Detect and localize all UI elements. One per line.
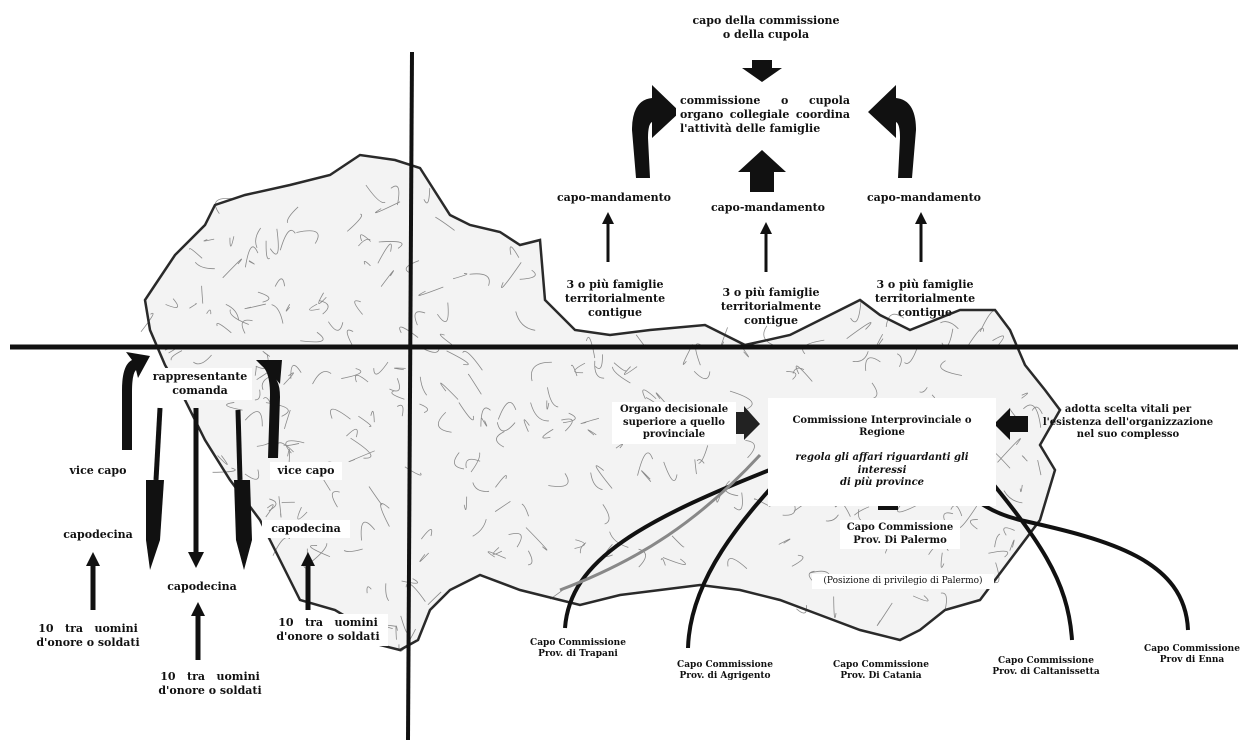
soldati-right-line2: d'onore o soldati [268, 628, 388, 646]
soldati-left-line2: d'onore o soldati [28, 634, 148, 652]
soldati-center-line2: d'onore o soldati [150, 682, 270, 700]
capo-mandamento-right: capo-mandamento [862, 189, 986, 207]
capo-trapani-label: Capo Commissione Prov. di Trapani [520, 636, 636, 663]
capo-mandamento-left: capo-mandamento [552, 189, 676, 207]
privilegio-palermo-label: (Posizione di privilegio di Palermo) [812, 574, 994, 589]
capodecina-left: capodecina [56, 526, 140, 544]
vice-capo-right: vice capo [270, 462, 342, 480]
curved-arrow-right-icon [868, 85, 916, 178]
up-arrow-icon [738, 150, 786, 192]
commissione-cupola-label: commissione o cupola organo collegiale c… [676, 92, 854, 137]
down-arrow-icon [742, 60, 782, 82]
organo-decisionale-label: Organo decisionale superiore a quello pr… [612, 402, 736, 444]
commissione-interprovinciale-box: Commissione Interprovinciale o Regione r… [768, 398, 996, 506]
commissione-interprovinciale-title: Commissione Interprovinciale o Regione [772, 415, 992, 440]
curved-arrow-left-icon [632, 85, 680, 178]
capo-catania-label: Capo Commissione Prov. Di Catania [822, 658, 940, 685]
capo-palermo-label: Capo Commissione Prov. Di Palermo [840, 520, 960, 549]
capo-caltanissetta-label: Capo Commissione Prov. di Caltanissetta [980, 654, 1112, 681]
famiglie-left-label: 3 o più famiglie territorialmente contig… [552, 276, 678, 321]
commissione-interprovinciale-desc: regola gli affari riguardanti gli intere… [772, 452, 992, 490]
vice-capo-left: vice capo [62, 462, 134, 480]
famiglie-right-label: 3 o più famiglie territorialmente contig… [862, 276, 988, 321]
capo-mandamento-center: capo-mandamento [706, 199, 830, 217]
capo-commissione-label: capo della commissione o della cupola [662, 12, 870, 44]
rappresentante-label: rappresentante comanda [148, 368, 252, 400]
capo-enna-label: Capo Commissione Prov di Enna [1138, 642, 1241, 669]
famiglie-arrows [602, 212, 927, 272]
famiglie-center-label: 3 o più famiglie territorialmente contig… [708, 284, 834, 329]
adotta-label: adotta scelta vitali per l'esistenza del… [1034, 402, 1222, 444]
capodecina-center: capodecina [158, 578, 246, 596]
capodecina-right: capodecina [262, 520, 350, 538]
capo-agrigento-label: Capo Commissione Prov. di Agrigento [666, 658, 784, 685]
